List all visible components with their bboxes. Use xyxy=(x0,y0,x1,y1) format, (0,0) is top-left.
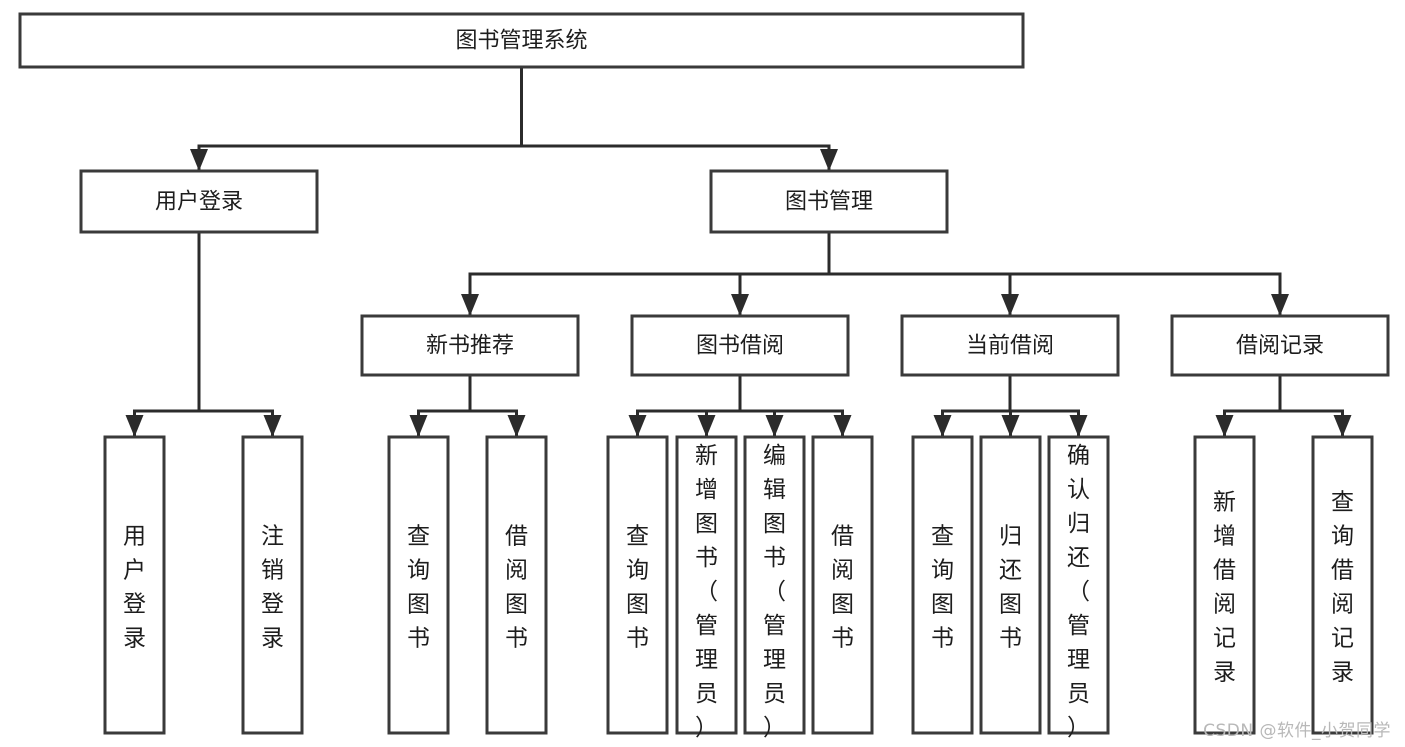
node-leaf-return-book[interactable]: 归还图书 xyxy=(979,435,1042,735)
node-box-new-book-recommend xyxy=(360,314,580,377)
node-box-leaf-add-record xyxy=(1193,435,1256,735)
arrow-head-icon xyxy=(1215,415,1234,437)
node-box-leaf-query-record xyxy=(1311,435,1374,735)
node-borrow-record[interactable]: 借阅记录 xyxy=(1170,314,1390,377)
arrow-head-icon xyxy=(190,149,208,171)
node-label-leaf-query-book-1: 查询图书 xyxy=(407,524,430,652)
node-label-leaf-borrow-book-2: 借阅图书 xyxy=(831,524,854,652)
node-label-leaf-query-book-2: 查询图书 xyxy=(626,524,649,652)
node-leaf-borrow-book-1[interactable]: 借阅图书 xyxy=(485,435,548,735)
arrow-head-icon xyxy=(933,415,952,437)
node-label-book-manage: 图书管理 xyxy=(785,190,873,215)
node-label-borrow-record: 借阅记录 xyxy=(1236,334,1324,359)
node-box-leaf-add-book xyxy=(675,435,738,735)
arrow-head-icon xyxy=(461,294,479,316)
arrow-head-icon xyxy=(409,415,428,437)
node-leaf-query-book-3[interactable]: 查询图书 xyxy=(911,435,974,735)
arrow-head-icon xyxy=(507,415,526,437)
node-label-leaf-query-record: 查询借阅记录 xyxy=(1331,490,1354,686)
node-label-leaf-user-login: 用户登录 xyxy=(123,524,146,652)
node-box-leaf-user-login xyxy=(103,435,166,735)
node-label-leaf-add-record: 新增借阅记录 xyxy=(1213,490,1236,686)
arrow-head-icon xyxy=(125,415,144,437)
node-leaf-user-logout[interactable]: 注销登录 xyxy=(241,435,304,735)
node-box-leaf-user-logout xyxy=(241,435,304,735)
node-label-leaf-confirm-return: 确认归还（管理员） xyxy=(1067,443,1090,741)
arrow-head-icon xyxy=(628,415,647,437)
node-box-user-login xyxy=(79,169,319,234)
arrow-head-icon xyxy=(1001,294,1019,316)
arrow-head-icon xyxy=(833,415,852,437)
node-current-borrow[interactable]: 当前借阅 xyxy=(900,314,1120,377)
node-box-leaf-query-book-3 xyxy=(911,435,974,735)
node-box-leaf-borrow-book-2 xyxy=(811,435,874,735)
node-root[interactable]: 图书管理系统 xyxy=(18,12,1025,69)
node-leaf-add-book[interactable]: 新增图书（管理员） xyxy=(675,435,738,741)
arrow-head-icon xyxy=(1069,415,1088,437)
node-label-leaf-edit-book: 编辑图书（管理员） xyxy=(763,443,786,741)
arrow-head-icon xyxy=(765,415,784,437)
node-label-leaf-user-logout: 注销登录 xyxy=(261,524,284,652)
arrow-head-icon xyxy=(820,149,838,171)
node-box-book-manage xyxy=(709,169,949,234)
node-leaf-query-book-2[interactable]: 查询图书 xyxy=(606,435,669,735)
node-box-leaf-return-book xyxy=(979,435,1042,735)
node-leaf-query-record[interactable]: 查询借阅记录 xyxy=(1311,435,1374,735)
node-user-login[interactable]: 用户登录 xyxy=(79,169,319,234)
node-label-leaf-borrow-book-1: 借阅图书 xyxy=(505,524,528,652)
node-label-book-borrow: 图书借阅 xyxy=(696,334,784,359)
node-box-borrow-record xyxy=(1170,314,1390,377)
node-leaf-add-record[interactable]: 新增借阅记录 xyxy=(1193,435,1256,735)
csdn-watermark: CSDN @软件_小贺同学 xyxy=(1203,721,1391,741)
node-label-current-borrow: 当前借阅 xyxy=(966,334,1054,359)
node-label-new-book-recommend: 新书推荐 xyxy=(426,334,514,359)
arrow-head-icon xyxy=(1271,294,1289,316)
node-box-leaf-borrow-book-1 xyxy=(485,435,548,735)
node-label-leaf-query-book-3: 查询图书 xyxy=(931,524,954,652)
arrow-head-icon xyxy=(697,415,716,437)
node-box-current-borrow xyxy=(900,314,1120,377)
arrow-head-icon xyxy=(263,415,282,437)
edges-layer xyxy=(125,65,1352,439)
arrow-head-icon xyxy=(1333,415,1352,437)
node-box-book-borrow xyxy=(630,314,850,377)
node-leaf-user-login[interactable]: 用户登录 xyxy=(103,435,166,735)
node-leaf-confirm-return[interactable]: 确认归还（管理员） xyxy=(1047,435,1110,741)
node-book-manage[interactable]: 图书管理 xyxy=(709,169,949,234)
node-box-root xyxy=(18,12,1025,69)
node-book-borrow[interactable]: 图书借阅 xyxy=(630,314,850,377)
node-leaf-query-book-1[interactable]: 查询图书 xyxy=(387,435,450,735)
node-box-leaf-query-book-1 xyxy=(387,435,450,735)
node-leaf-edit-book[interactable]: 编辑图书（管理员） xyxy=(743,435,806,741)
node-box-leaf-edit-book xyxy=(743,435,806,735)
node-box-leaf-confirm-return xyxy=(1047,435,1110,735)
arrow-head-icon xyxy=(731,294,749,316)
node-new-book-recommend[interactable]: 新书推荐 xyxy=(360,314,580,377)
node-label-root: 图书管理系统 xyxy=(455,29,587,54)
node-label-leaf-add-book: 新增图书（管理员） xyxy=(695,443,718,741)
node-box-leaf-query-book-2 xyxy=(606,435,669,735)
arrow-head-icon xyxy=(1001,415,1020,437)
nodes-layer: 图书管理系统用户登录图书管理新书推荐图书借阅当前借阅借阅记录用户登录注销登录查询… xyxy=(18,12,1390,741)
node-label-user-login: 用户登录 xyxy=(155,190,243,215)
node-leaf-borrow-book-2[interactable]: 借阅图书 xyxy=(811,435,874,735)
node-label-leaf-return-book: 归还图书 xyxy=(999,524,1022,652)
